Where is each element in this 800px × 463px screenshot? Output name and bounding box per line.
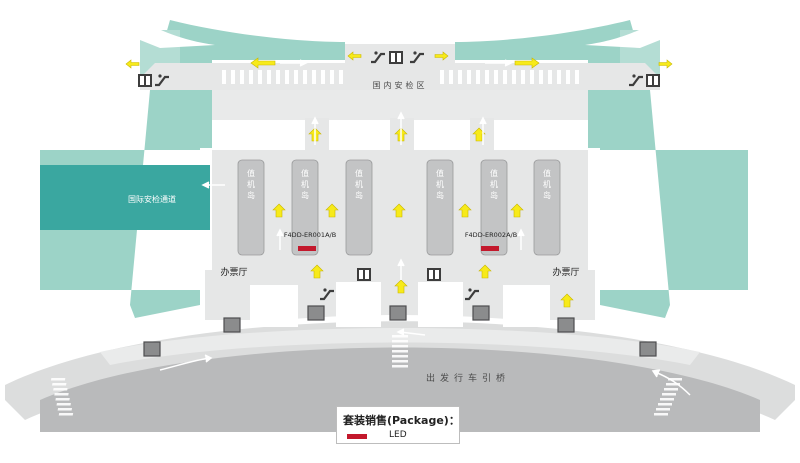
checkin-island: 值机岛 [291, 159, 319, 256]
arrow-icon [658, 59, 673, 69]
led-marker [481, 246, 499, 251]
checkin-island-label: 机 [490, 179, 498, 189]
checkin-island-label: 值 [543, 168, 551, 178]
checkin-island-label: 值 [247, 168, 255, 178]
gate-icon [143, 341, 161, 357]
arrow-icon [514, 57, 540, 69]
led-markers: F4DD-ER001A/B F4DD-ER002A/B [284, 231, 517, 251]
domestic-security-label: 国内安检区 [373, 80, 428, 90]
arrow-icon [478, 264, 492, 279]
gates [143, 305, 657, 357]
facility-icons [138, 51, 660, 301]
escalator-icon [629, 74, 643, 87]
checkin-island-label: 岛 [543, 190, 551, 200]
checkin-island: 值机岛 [533, 159, 561, 256]
departure-road [0, 315, 800, 432]
arrow-icon [347, 51, 362, 61]
legend-title: 套装销售(Package)： [343, 414, 460, 427]
gate-icon [307, 305, 325, 321]
checkin-island-label: 机 [355, 179, 363, 189]
arrow-icon [310, 264, 324, 279]
led-code-label: F4DD-ER002A/B [465, 231, 517, 239]
escalator-icon [320, 288, 334, 301]
checkin-island-label: 岛 [490, 190, 498, 200]
legend-led-swatch [347, 434, 367, 439]
intl-channel-label: 国际安检通道 [128, 194, 176, 204]
gate-icon [557, 317, 575, 333]
checkin-island-label: 值 [436, 168, 444, 178]
arrow-icon [434, 51, 449, 61]
arrow-icon [250, 57, 276, 69]
gate-icon [389, 305, 407, 321]
checkin-island-label: 机 [301, 179, 309, 189]
checkin-island-label: 机 [436, 179, 444, 189]
escalator-icon [410, 51, 424, 64]
checkin-island-label: 值 [355, 168, 363, 178]
checkin-island-label: 值 [490, 168, 498, 178]
pedestrian-crossings [50, 335, 682, 416]
checkin-island: 值机岛 [345, 159, 373, 256]
elevator-icon [646, 74, 660, 87]
security-lanes [222, 70, 579, 84]
arrow-icon [392, 203, 406, 218]
gate-icon [472, 305, 490, 321]
ticket-hall-left-label: 办票厅 [220, 266, 247, 278]
arrow-icon [394, 279, 408, 294]
arrow-icon [458, 203, 472, 218]
led-code-label: F4DD-ER001A/B [284, 231, 336, 239]
flow-arrows [159, 59, 691, 396]
entrance-blocks [250, 282, 550, 327]
arrow-icon [560, 293, 574, 308]
arrow-icon [272, 203, 286, 218]
hall-floor [140, 20, 660, 320]
checkin-island-label: 值 [301, 168, 309, 178]
checkin-island: 值机岛 [237, 159, 265, 256]
legend-led-label: LED [389, 430, 407, 440]
elevator-icon [389, 51, 403, 64]
arrow-icon [472, 127, 486, 142]
checkin-island-label: 岛 [301, 190, 309, 200]
gate-icon [223, 317, 241, 333]
escalator-icon [155, 74, 169, 87]
legend: 套装销售(Package)： LED [336, 406, 460, 444]
direction-arrows [125, 51, 673, 308]
checkin-island-label: 机 [247, 179, 255, 189]
led-marker [298, 246, 316, 251]
arrow-icon [325, 203, 339, 218]
checkin-island-label: 岛 [247, 190, 255, 200]
checkin-island-label: 机 [543, 179, 551, 189]
checkin-island-label: 岛 [355, 190, 363, 200]
arrow-icon [125, 59, 140, 69]
elevator-icon [138, 74, 152, 87]
checkin-island: 值机岛 [480, 159, 508, 256]
elevator-icon [427, 268, 441, 281]
escalator-icon [371, 51, 385, 64]
escalator-icon [465, 288, 479, 301]
elevator-icon [357, 268, 371, 281]
checkin-island: 值机岛 [426, 159, 454, 256]
arrow-icon [510, 203, 524, 218]
checkin-island-label: 岛 [436, 190, 444, 200]
gate-icon [639, 341, 657, 357]
departure-bridge-label: 出发行车引桥 [426, 372, 510, 384]
ticket-hall-right-label: 办票厅 [552, 266, 579, 278]
